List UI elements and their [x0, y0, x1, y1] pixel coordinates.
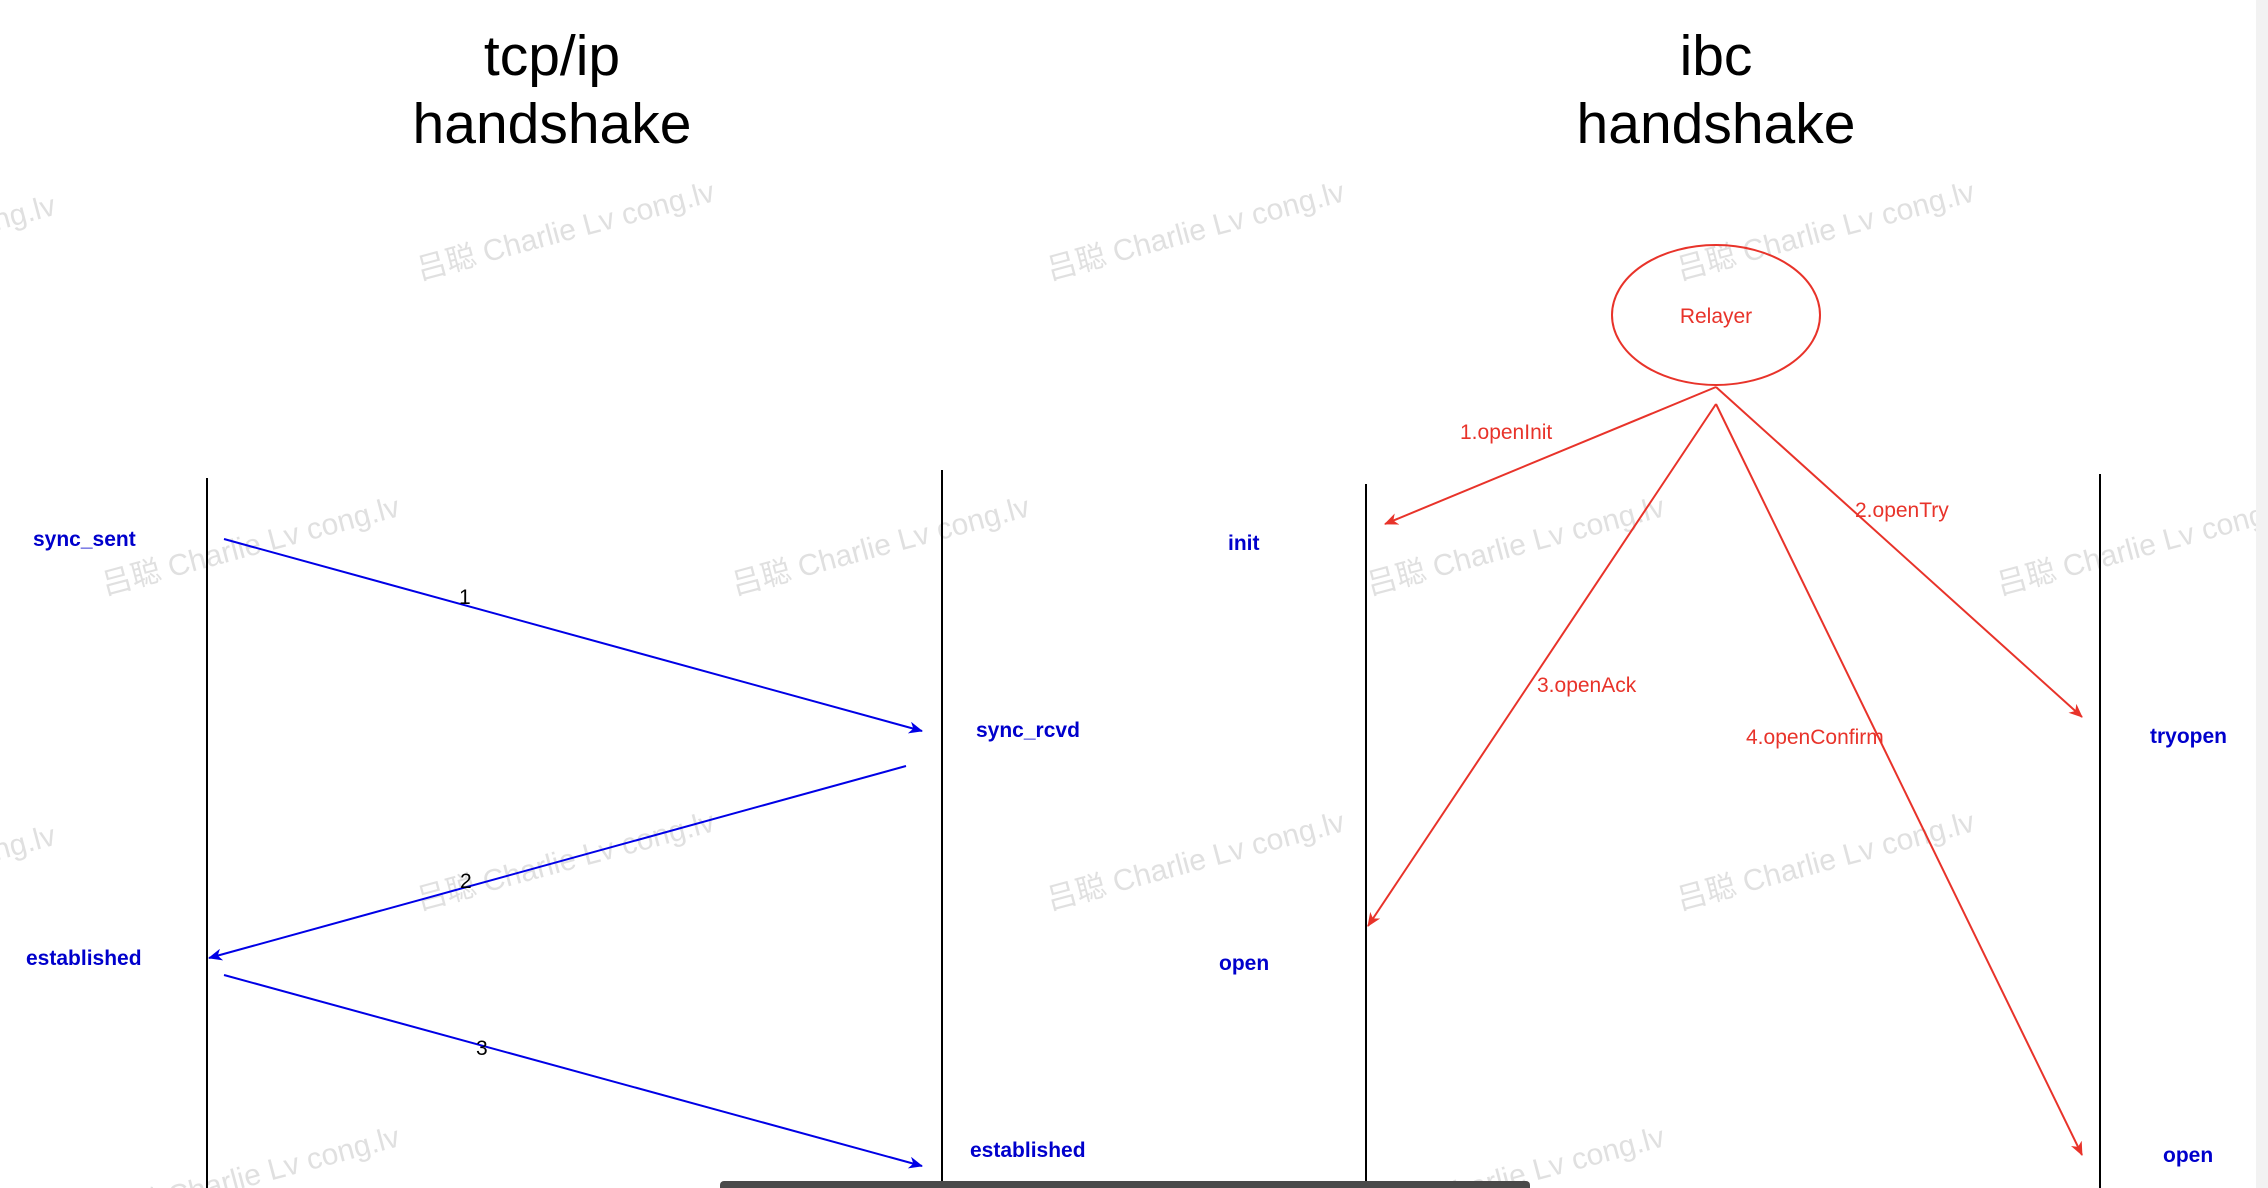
- relayer-label: Relayer: [1680, 305, 1752, 328]
- state-sync-rcvd: sync_rcvd: [976, 719, 1080, 742]
- watermark-text: 吕聪 Charlie Lv cong.lv: [1673, 805, 1978, 916]
- step-open-try-label: 2.openTry: [1855, 499, 1949, 522]
- watermark-layer: ong.lv 吕聪 Charlie Lv cong.lv 吕聪 Charlie …: [0, 175, 2268, 1188]
- horizontal-scrollbar[interactable]: [720, 1181, 1530, 1188]
- state-open-right: open: [2163, 1144, 2213, 1167]
- tcp-arrow-1: [223, 538, 923, 734]
- watermark-text: 吕聪 Charlie Lv cong.lv: [413, 805, 718, 916]
- ibc-title-line1: ibc: [1680, 24, 1753, 88]
- tcp-arrow-2: [208, 765, 907, 961]
- tcp-step-3-label: 3: [476, 1037, 488, 1060]
- step-open-ack-label: 3.openAck: [1537, 674, 1637, 697]
- tcp-arrow-3: [223, 974, 923, 1169]
- relay-arrow-open-try: [1715, 386, 2083, 718]
- ibc-title-line2: handshake: [1577, 92, 1856, 156]
- relay-arrow-open-ack: [1367, 403, 1717, 927]
- watermark-text: 吕聪 Charlie Lv cong.lv: [1363, 1120, 1668, 1188]
- watermark-text: ong.lv: [0, 189, 59, 242]
- state-established-right: established: [970, 1139, 1086, 1162]
- state-tryopen: tryopen: [2150, 725, 2227, 748]
- relay-arrow-open-confirm: [1715, 403, 2083, 1156]
- watermark-text: 吕聪 Charlie Lv cong.lv: [1993, 490, 2268, 601]
- watermark-text: 吕聪 Charlie Lv cong.lv: [728, 490, 1033, 601]
- state-init: init: [1228, 532, 1260, 555]
- state-established-left: established: [26, 947, 142, 970]
- tcp-step-1-label: 1: [459, 586, 471, 609]
- relay-arrow-open-init: [1384, 386, 1717, 525]
- tcp-step-2-label: 2: [460, 870, 472, 893]
- watermark-text: 吕聪 Charlie Lv cong.lv: [1673, 175, 1978, 286]
- step-open-confirm-label: 4.openConfirm: [1746, 726, 1884, 749]
- tcp-title-line2: handshake: [413, 92, 692, 156]
- relayer-node: [1611, 244, 1821, 386]
- watermark-text: 吕聪 Charlie Lv cong.lv: [413, 175, 718, 286]
- vertical-scrollbar-track[interactable]: [2256, 0, 2268, 1188]
- tcp-title-line1: tcp/ip: [484, 24, 620, 88]
- watermark-text: 吕聪 Charlie Lv cong.lv: [98, 1120, 403, 1188]
- state-open-left: open: [1219, 952, 1269, 975]
- state-sync-sent: sync_sent: [33, 528, 136, 551]
- watermark-text: ong.lv: [0, 819, 59, 872]
- watermark-text: 吕聪 Charlie Lv cong.lv: [1043, 175, 1348, 286]
- watermark-text: 吕聪 Charlie Lv cong.lv: [1043, 805, 1348, 916]
- step-open-init-label: 1.openInit: [1460, 421, 1552, 444]
